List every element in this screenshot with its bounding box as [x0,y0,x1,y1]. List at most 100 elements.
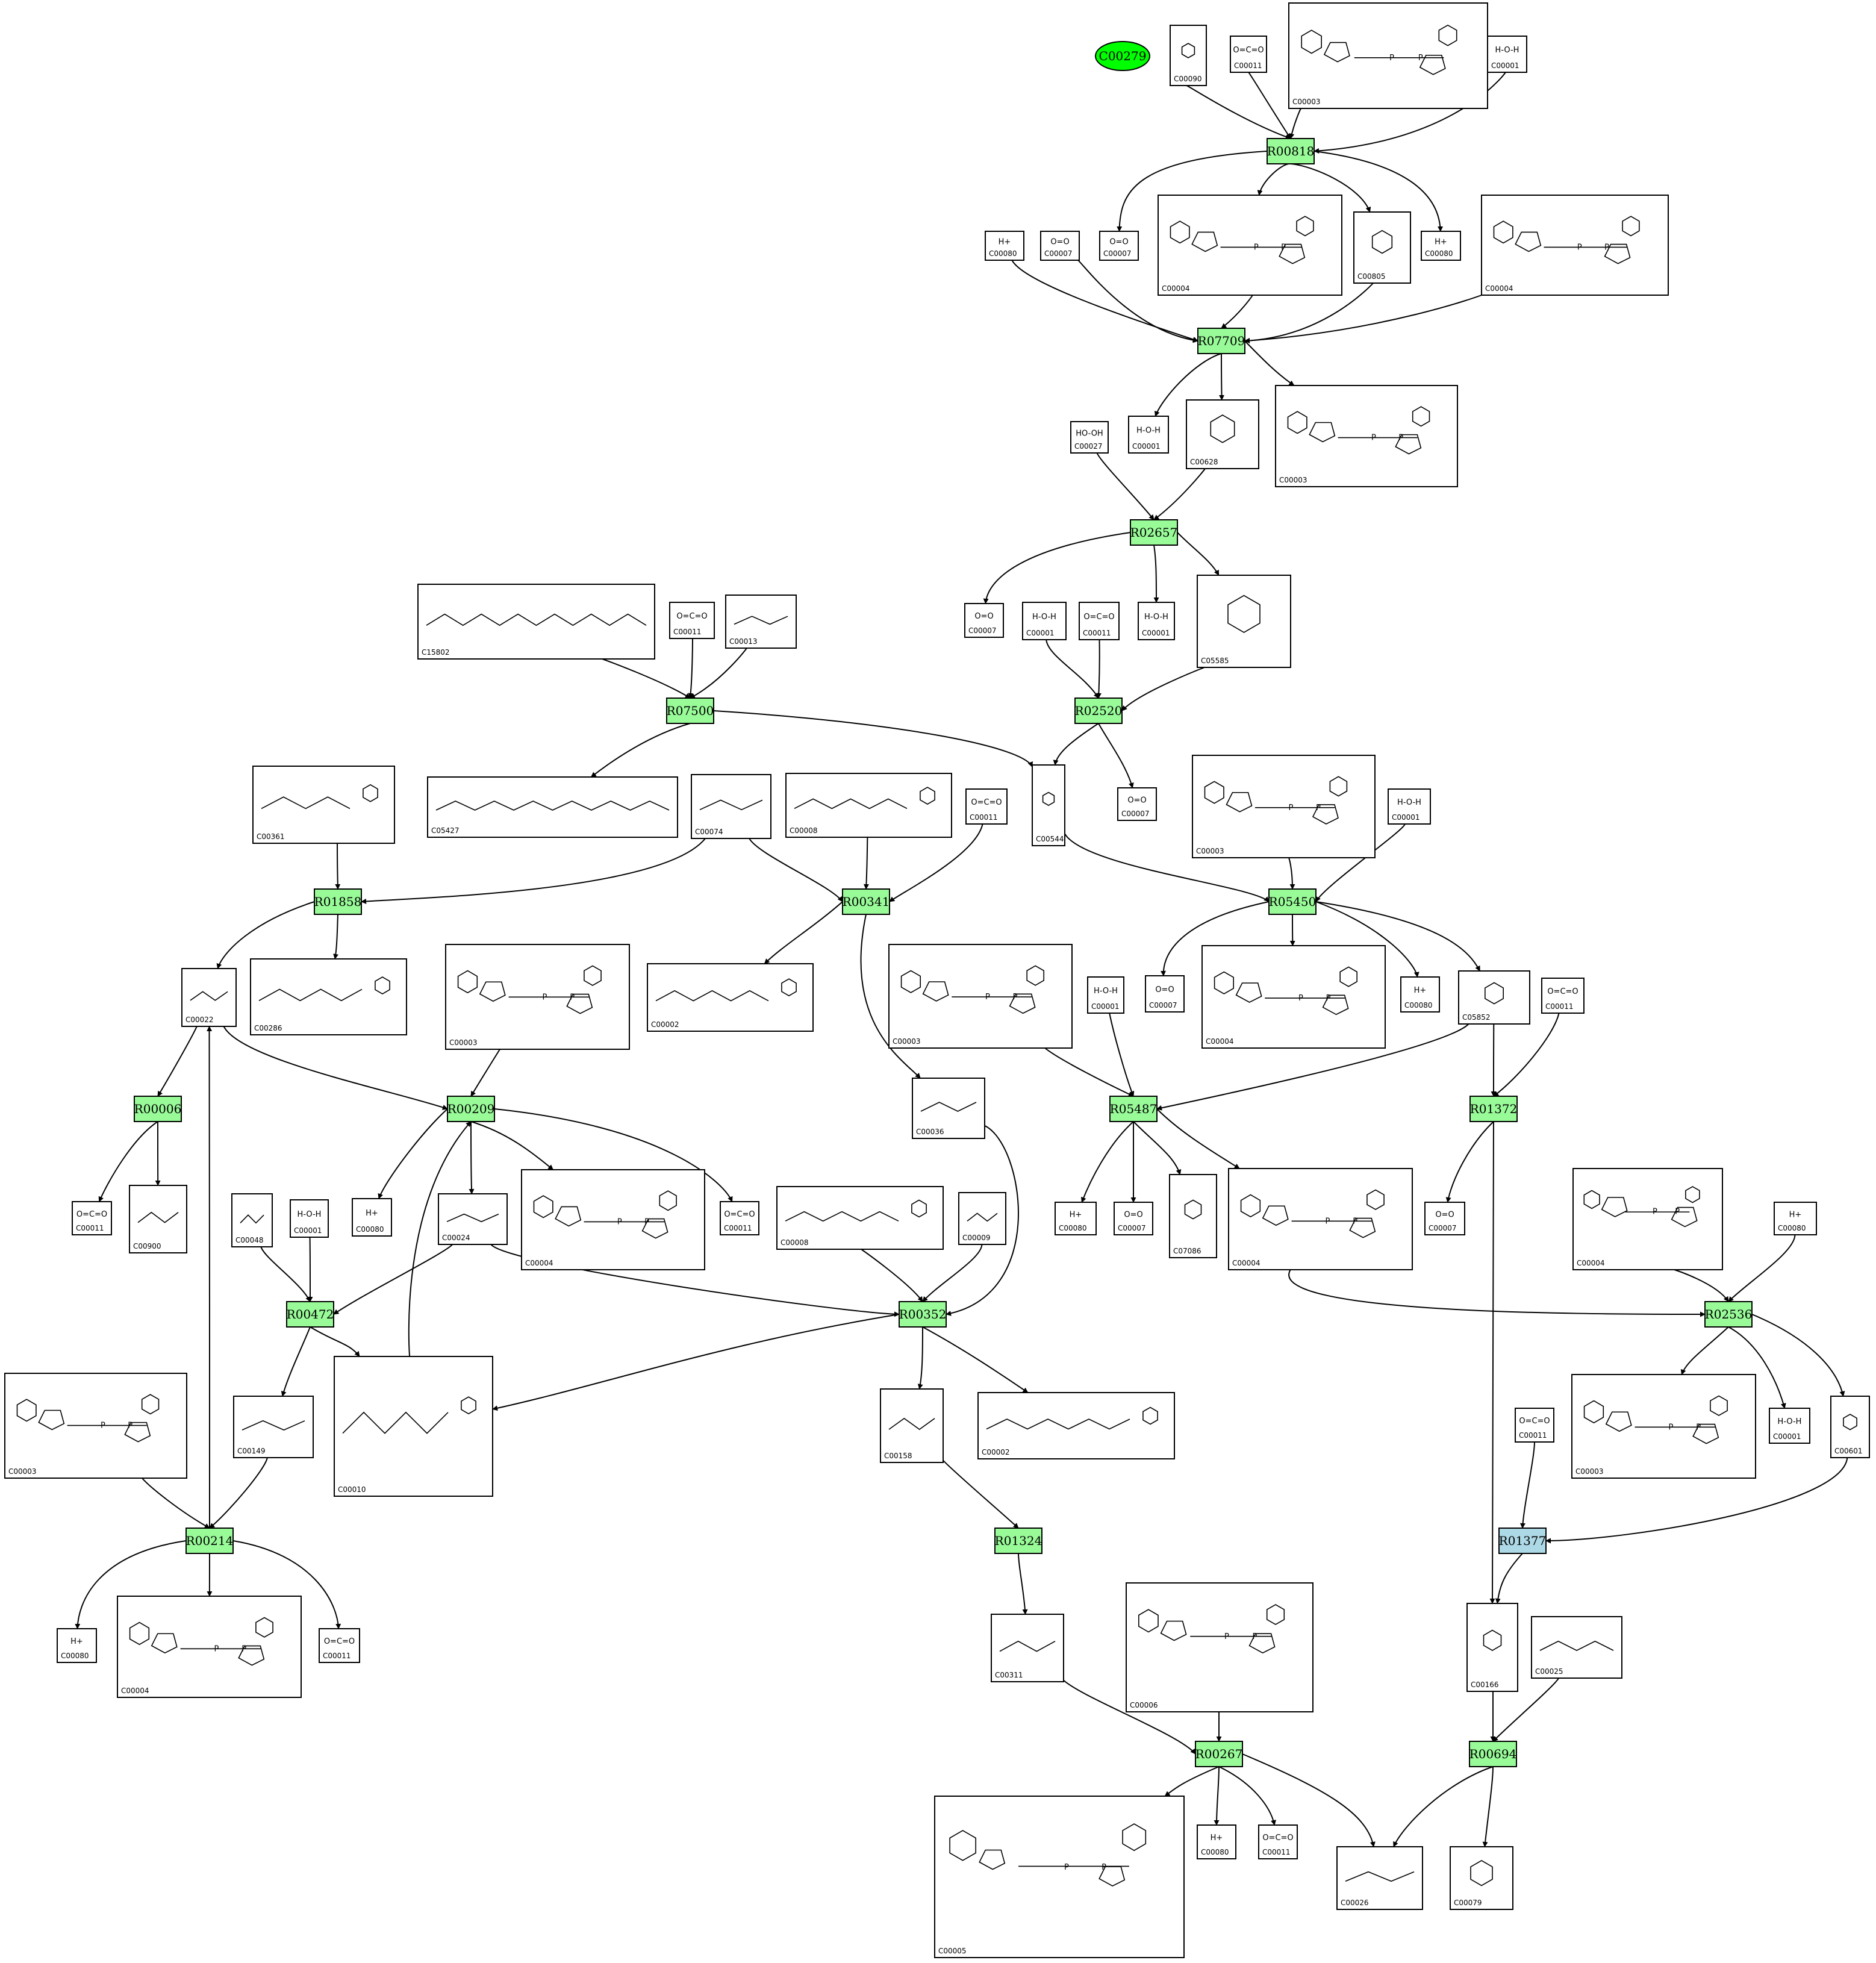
reaction-r01858[interactable]: R01858 [314,888,362,915]
compound-c00286[interactable]: C00286 [250,958,407,1035]
compound-c00024[interactable]: C00024 [438,1193,508,1245]
compound-c00009[interactable]: C00009 [958,1192,1006,1245]
compound-c00025[interactable]: C00025 [1531,1616,1622,1679]
reaction-r00341[interactable]: R00341 [842,888,890,915]
reaction-r07500[interactable]: R07500 [666,698,714,724]
compound-c00166[interactable]: C00166 [1466,1603,1518,1692]
compound-c00805[interactable]: C00805 [1353,211,1411,284]
reaction-r00214[interactable]: R00214 [185,1528,234,1554]
compound-c00080[interactable]: H+C00080 [1055,1202,1097,1235]
compound-c00008[interactable]: C00008 [785,773,952,838]
reaction-r00352[interactable]: R00352 [899,1301,947,1328]
compound-c05852[interactable]: C05852 [1458,970,1530,1025]
compound-c00010[interactable]: C00010 [334,1356,493,1497]
compound-c00080[interactable]: H+C00080 [1400,976,1440,1013]
reaction-r05487[interactable]: R05487 [1109,1096,1158,1122]
compound-c05427[interactable]: C05427 [427,776,678,838]
compound-c00090[interactable]: C00090 [1170,25,1207,86]
reaction-r01377[interactable]: R01377 [1498,1528,1547,1554]
reaction-r00818[interactable]: R00818 [1267,138,1315,164]
compound-c00022[interactable]: C00022 [181,968,237,1027]
compound-c00158[interactable]: C00158 [880,1388,944,1463]
reaction-r01372[interactable]: R01372 [1469,1096,1518,1122]
compound-c00601[interactable]: C00601 [1830,1396,1870,1458]
compound-c00002[interactable]: C00002 [647,963,814,1032]
reaction-r00694[interactable]: R00694 [1469,1741,1517,1767]
compound-c00013[interactable]: C00013 [725,595,797,649]
compound-c00361[interactable]: C00361 [252,766,395,844]
reaction-r01324[interactable]: R01324 [994,1528,1042,1554]
compound-c07086[interactable]: C07086 [1169,1174,1217,1258]
reaction-r00006[interactable]: R00006 [134,1096,182,1122]
reaction-r05450[interactable]: R05450 [1268,888,1317,915]
compound-c00080[interactable]: H+C00080 [1197,1824,1236,1859]
compound-c00080[interactable]: H+C00080 [57,1628,97,1663]
compound-c00080[interactable]: H+C00080 [1421,231,1461,261]
reaction-r02520[interactable]: R02520 [1074,698,1123,724]
compound-c00074[interactable]: C00074 [691,774,771,839]
compound-c00080[interactable]: H+C00080 [985,231,1024,261]
compound-c00080[interactable]: H+C00080 [352,1198,392,1237]
compound-c00900[interactable]: C00900 [129,1185,187,1253]
compound-c00080[interactable]: H+C00080 [1774,1202,1817,1235]
reaction-r00209[interactable]: R00209 [447,1096,495,1122]
compound-c15802[interactable]: C15802 [417,584,655,660]
compound-c00628[interactable]: C00628 [1186,399,1259,469]
reaction-r02657[interactable]: R02657 [1130,519,1178,546]
compound-c05585[interactable]: C05585 [1197,575,1291,668]
compound-c00048[interactable]: C00048 [231,1193,273,1247]
reaction-r07709[interactable]: R07709 [1197,328,1245,354]
compound-c00311[interactable]: C00311 [991,1614,1064,1682]
compound-c00036[interactable]: C00036 [912,1078,985,1139]
compound-c00002[interactable]: C00002 [977,1392,1175,1459]
compound-c00008[interactable]: C00008 [776,1186,944,1250]
reaction-r00267[interactable]: R00267 [1195,1741,1243,1767]
reaction-r00472[interactable]: R00472 [286,1301,334,1328]
compound-c00026[interactable]: C00026 [1336,1846,1423,1910]
compound-c00079[interactable]: C00079 [1450,1846,1513,1910]
reaction-r02536[interactable]: R02536 [1704,1301,1753,1328]
